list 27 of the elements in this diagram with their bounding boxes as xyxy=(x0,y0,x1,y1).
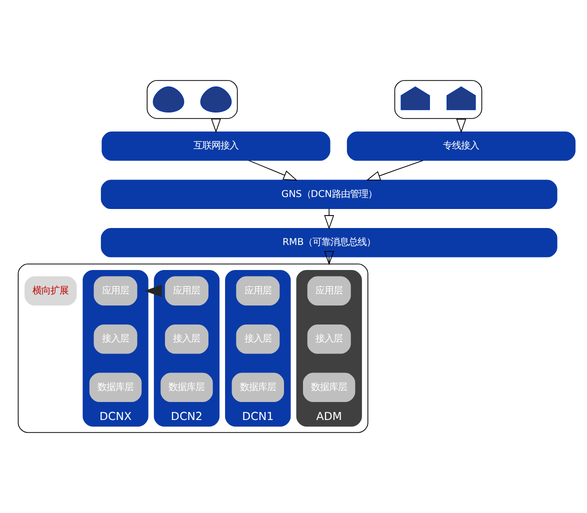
node-box: 应用层 xyxy=(307,276,351,306)
node-box: RMB（可靠消息总线） xyxy=(100,228,558,258)
node-building xyxy=(446,86,476,110)
node-box: 接入层 xyxy=(307,324,351,354)
arrow xyxy=(366,160,424,181)
node-box: 接入层 xyxy=(94,324,138,354)
node-box: 接入层 xyxy=(164,324,208,354)
arrow xyxy=(144,284,162,298)
arrow xyxy=(248,160,298,181)
node-person xyxy=(152,86,184,113)
node-box: 横向扩展 xyxy=(24,276,77,306)
arrow xyxy=(324,208,334,230)
node-person xyxy=(200,86,232,113)
node-box: 应用层 xyxy=(236,276,280,306)
cluster xyxy=(18,264,368,433)
node-box: 接入层 xyxy=(236,324,280,354)
node-box: 数据库层 xyxy=(160,372,213,402)
node-box: GNS（DCN路由管理） xyxy=(100,180,558,210)
node-box: 数据库层 xyxy=(232,372,284,402)
node-box: 互联网接入 xyxy=(102,132,330,161)
node-box: 应用层 xyxy=(164,276,208,306)
node-box: 数据库层 xyxy=(89,372,142,402)
node-box: 应用层 xyxy=(94,276,138,306)
node-box: 数据库层 xyxy=(303,372,356,402)
node-box: 专线接入 xyxy=(346,132,576,161)
node-building xyxy=(400,86,430,110)
arrow xyxy=(324,250,334,266)
